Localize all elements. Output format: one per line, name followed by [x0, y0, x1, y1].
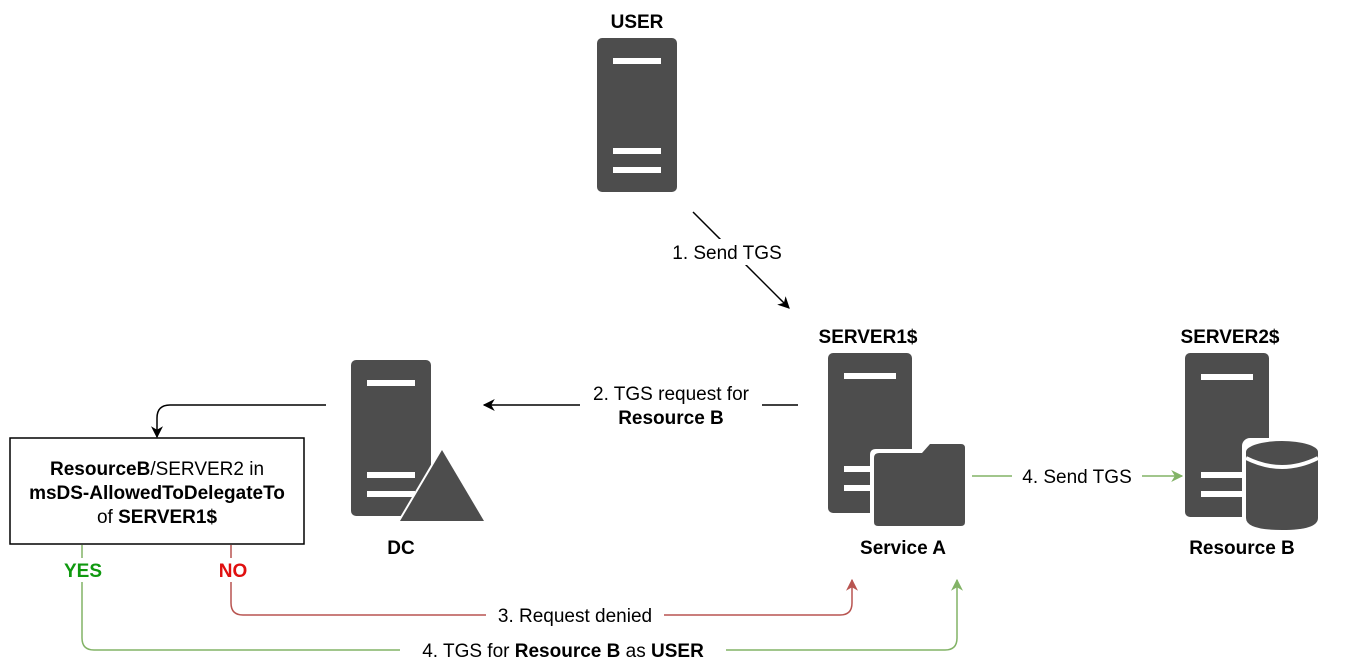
dc-server-icon — [351, 360, 488, 524]
server2-caption: Resource B — [1189, 538, 1295, 559]
edge-dc-to-check — [151, 404, 326, 439]
edge-send-tgs-1-label: 1. Send TGS — [672, 243, 782, 264]
server2-title: SERVER2$ — [1181, 327, 1280, 348]
edge-request-denied-label: 3. Request denied — [498, 606, 652, 627]
check-line-3: of SERVER1$ — [97, 507, 217, 528]
check-line-2: msDS-AllowedToDelegateTo — [29, 483, 285, 504]
dc-caption: DC — [387, 538, 415, 559]
edge-tgs-granted-label: 4. TGS for Resource B as USER — [422, 641, 704, 662]
user-server-icon — [597, 38, 677, 192]
server2-database-icon — [1185, 353, 1322, 534]
server1-title: SERVER1$ — [819, 327, 918, 348]
yes-branch-label: YES — [64, 561, 102, 582]
user-title: USER — [611, 12, 664, 33]
check-line-1: ResourceB/SERVER2 in — [50, 459, 264, 480]
no-branch-label: NO — [219, 561, 248, 582]
edge-send-tgs-4-label: 4. Send TGS — [1022, 467, 1132, 488]
edge-tgs-request-label-2: Resource B — [618, 408, 724, 429]
server1-folder-icon — [828, 353, 968, 530]
server1-caption: Service A — [860, 538, 946, 559]
edge-tgs-request-label-1: 2. TGS request for — [593, 384, 750, 405]
